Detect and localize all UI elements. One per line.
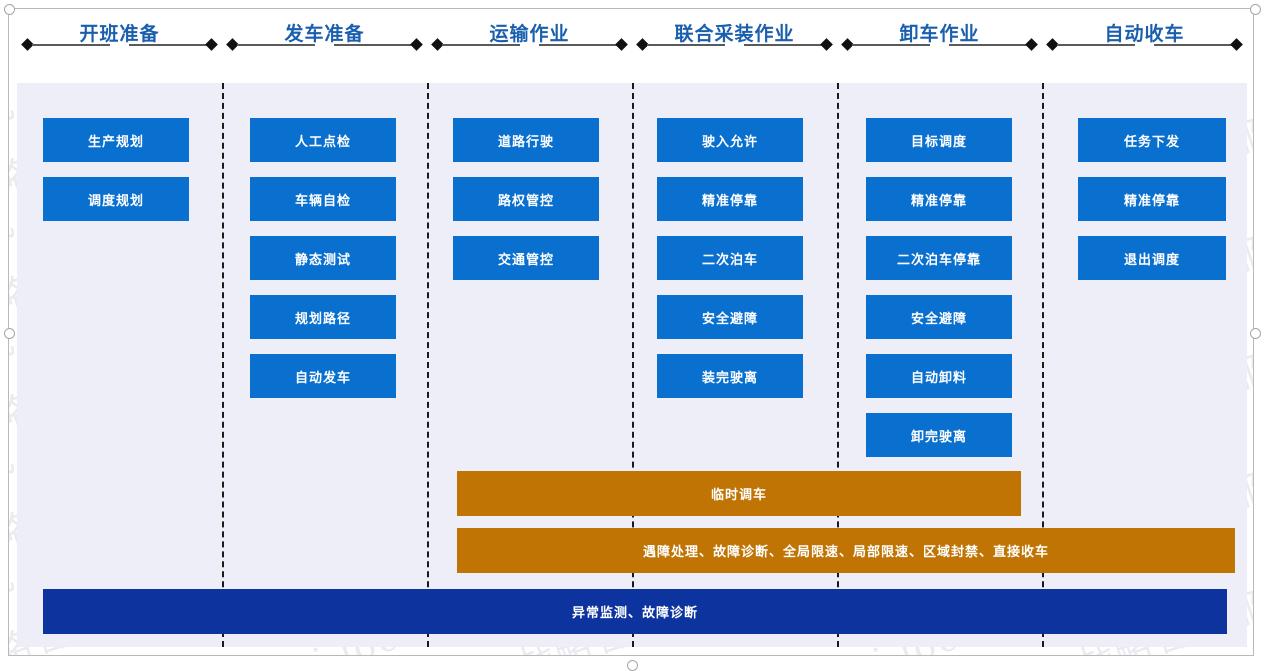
connector-line-right (539, 44, 617, 46)
phase-column-6: 任务下发精准停靠退出调度 (1078, 83, 1226, 647)
phase-header-3: 运输作业 (431, 9, 628, 83)
task-box[interactable]: 道路行驶 (453, 118, 599, 162)
span-bar-3[interactable]: 异常监测、故障诊断 (43, 589, 1227, 634)
task-box[interactable]: 退出调度 (1078, 236, 1226, 280)
connector-line-left (852, 44, 930, 46)
phase-title: 开班准备 (79, 23, 160, 45)
task-box[interactable]: 精准停靠 (1078, 177, 1226, 221)
span-bar-2[interactable]: 遇障处理、故障诊断、全局限速、局部限速、区域封禁、直接收车 (457, 528, 1235, 573)
lane-divider-4 (837, 83, 839, 647)
connector-end-diamond-icon (1025, 38, 1038, 51)
phase-connector (841, 38, 1038, 51)
phase-column-2: 人工点检车辆自检静态测试规划路径自动发车 (250, 83, 396, 647)
connector-end-diamond-icon (205, 38, 218, 51)
phase-connector (431, 38, 628, 51)
connector-line-left (237, 44, 315, 46)
connector-line-right (1154, 44, 1232, 46)
task-box[interactable]: 卸完驶离 (866, 413, 1012, 457)
selection-handle-top-left[interactable] (4, 4, 15, 15)
phase-header: 开班准备 发车准备 运输作业 联合采装作业 卸车作业 自动收车 (9, 9, 1253, 83)
connector-line-left (32, 44, 110, 46)
selection-handle-bottom-center[interactable] (627, 660, 638, 671)
task-box[interactable]: 精准停靠 (657, 177, 803, 221)
phase-header-5: 卸车作业 (841, 9, 1038, 83)
connector-line-right (744, 44, 822, 46)
task-box[interactable]: 精准停靠 (866, 177, 1012, 221)
phase-title: 运输作业 (489, 23, 570, 45)
connector-line-left (1057, 44, 1135, 46)
selection-handle-mid-right[interactable] (1250, 328, 1261, 339)
task-box[interactable]: 安全避障 (866, 295, 1012, 339)
task-box[interactable]: 自动发车 (250, 354, 396, 398)
task-box[interactable]: 装完驶离 (657, 354, 803, 398)
phase-title: 发车准备 (284, 23, 365, 45)
selection-handle-mid-left[interactable] (4, 328, 15, 339)
phase-connector (1046, 38, 1243, 51)
selection-handle-top-right[interactable] (1250, 4, 1261, 15)
connector-line-right (334, 44, 412, 46)
task-box[interactable]: 驶入允许 (657, 118, 803, 162)
phase-column-3: 道路行驶路权管控交通管控 (453, 83, 599, 647)
task-box[interactable]: 安全避障 (657, 295, 803, 339)
connector-line-left (647, 44, 725, 46)
phase-title: 自动收车 (1104, 23, 1185, 45)
phase-header-4: 联合采装作业 (636, 9, 833, 83)
diagram-canvas: 战略客户部&&liuwei.local&&刘威战略客户部&&liuwei.loc… (8, 8, 1254, 656)
phase-connector (226, 38, 423, 51)
task-box[interactable]: 生产规划 (43, 118, 189, 162)
lane-divider-5 (1042, 83, 1044, 647)
task-box[interactable]: 路权管控 (453, 177, 599, 221)
connector-end-diamond-icon (615, 38, 628, 51)
task-box[interactable]: 目标调度 (866, 118, 1012, 162)
phase-title: 联合采装作业 (674, 23, 795, 45)
swimlane-panel: 生产规划调度规划人工点检车辆自检静态测试规划路径自动发车道路行驶路权管控交通管控… (17, 83, 1247, 647)
task-box[interactable]: 车辆自检 (250, 177, 396, 221)
task-box[interactable]: 二次泊车停靠 (866, 236, 1012, 280)
task-box[interactable]: 二次泊车 (657, 236, 803, 280)
phase-column-5: 目标调度精准停靠二次泊车停靠安全避障自动卸料卸完驶离 (866, 83, 1012, 647)
task-box[interactable]: 交通管控 (453, 236, 599, 280)
phase-header-2: 发车准备 (226, 9, 423, 83)
phase-connector (636, 38, 833, 51)
span-bar-1[interactable]: 临时调车 (457, 471, 1021, 516)
phase-connector (21, 38, 218, 51)
connector-line-right (129, 44, 207, 46)
task-box[interactable]: 任务下发 (1078, 118, 1226, 162)
connector-end-diamond-icon (410, 38, 423, 51)
task-box[interactable]: 自动卸料 (866, 354, 1012, 398)
connector-line-left (442, 44, 520, 46)
phase-header-6: 自动收车 (1046, 9, 1243, 83)
task-box[interactable]: 静态测试 (250, 236, 396, 280)
lane-divider-3 (632, 83, 634, 647)
phase-header-1: 开班准备 (21, 9, 218, 83)
connector-end-diamond-icon (820, 38, 833, 51)
lane-divider-1 (222, 83, 224, 647)
phase-column-4: 驶入允许精准停靠二次泊车安全避障装完驶离 (657, 83, 803, 647)
phase-column-1: 生产规划调度规划 (43, 83, 189, 647)
connector-line-right (949, 44, 1027, 46)
phase-title: 卸车作业 (899, 23, 980, 45)
task-box[interactable]: 人工点检 (250, 118, 396, 162)
task-box[interactable]: 调度规划 (43, 177, 189, 221)
task-box[interactable]: 规划路径 (250, 295, 396, 339)
connector-end-diamond-icon (1230, 38, 1243, 51)
lane-divider-2 (427, 83, 429, 647)
